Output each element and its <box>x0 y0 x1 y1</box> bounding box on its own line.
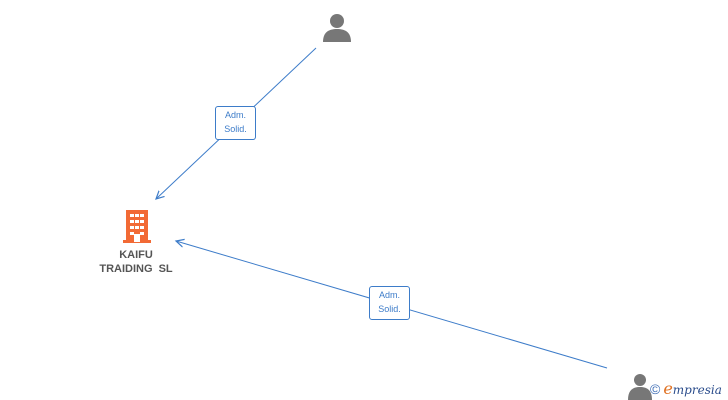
person-icon <box>628 374 652 400</box>
relation-label-line2: Solid. <box>224 124 247 134</box>
relation-label-line1: Adm. <box>378 290 400 300</box>
relation-label-bottom[interactable]: Adm. Solid. <box>369 286 410 320</box>
empresia-watermark: ©empresia <box>650 379 722 398</box>
relation-label-line1: Adm. <box>224 110 246 120</box>
brand-rest: mpresia <box>672 383 722 397</box>
company-node[interactable] <box>122 208 152 244</box>
brand-first-letter: e <box>663 379 673 398</box>
relation-label-top[interactable]: Adm. Solid. <box>215 106 256 140</box>
person-node-top[interactable] <box>321 12 353 44</box>
company-name-line1: KAIFU <box>119 249 153 261</box>
copyright-symbol: © <box>650 381 661 397</box>
person-node-bottom[interactable] <box>626 372 654 400</box>
relation-label-line2: Solid. <box>378 304 401 314</box>
person-icon <box>323 14 351 42</box>
building-icon <box>123 210 151 243</box>
company-name-line2: TRAIDING SL <box>99 263 173 275</box>
company-name[interactable]: KAIFU TRAIDING SL <box>86 248 186 276</box>
